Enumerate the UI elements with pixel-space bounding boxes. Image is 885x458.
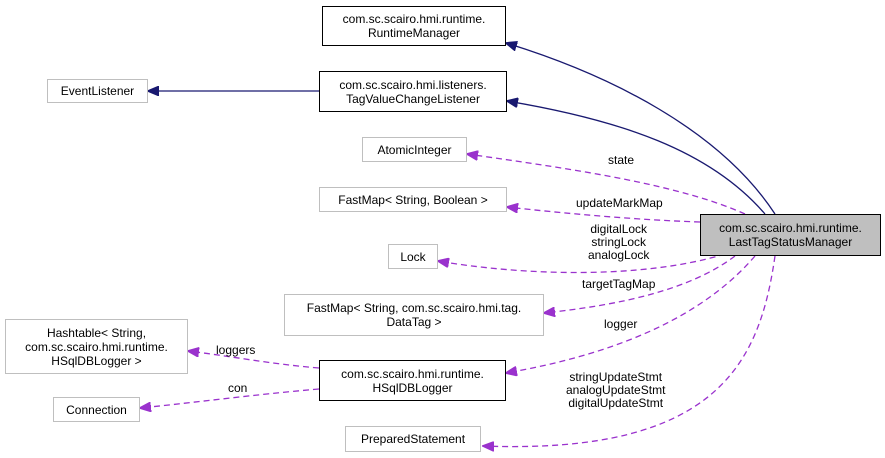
- node-runtime-manager[interactable]: com.sc.scairo.hmi.runtime. RuntimeManage…: [322, 6, 506, 46]
- node-line: TagValueChangeListener: [346, 91, 480, 106]
- edge-label-line: analogUpdateStmt: [566, 383, 666, 397]
- edge-label-logger: logger: [604, 318, 637, 331]
- node-line: EventListener: [60, 84, 135, 98]
- edge-label-line: stringLock: [591, 235, 647, 249]
- edge-label-line: stringUpdateStmt: [569, 370, 663, 384]
- node-connection[interactable]: Connection: [53, 397, 140, 422]
- edge-label-line: digitalUpdateStmt: [568, 396, 664, 410]
- edge-label-line: analogLock: [588, 248, 650, 262]
- node-lock[interactable]: Lock: [388, 244, 438, 269]
- edge-label-line: loggers: [216, 343, 256, 357]
- edge-label-loggers: loggers: [216, 344, 255, 357]
- node-line: com.sc.scairo.hmi.runtime.: [341, 366, 484, 381]
- node-line: com.sc.scairo.hmi.listeners.: [339, 77, 487, 92]
- edge-label-line: logger: [604, 317, 638, 331]
- node-line: Lock: [400, 249, 426, 264]
- node-line: HSqlDBLogger >: [51, 353, 142, 368]
- edge-usage-locks: [438, 253, 726, 274]
- edge-usage-state: [467, 154, 746, 215]
- node-hashtable[interactable]: Hashtable< String, com.sc.scairo.hmi.run…: [5, 319, 188, 374]
- edge-usage-con: [140, 388, 320, 408]
- edge-label-line: updateMarkMap: [576, 196, 663, 210]
- node-line: FastMap< String, Boolean >: [338, 192, 488, 207]
- node-tag-value-change-listener[interactable]: com.sc.scairo.hmi.listeners. TagValueCha…: [319, 71, 507, 112]
- node-fastmap-string-datatag[interactable]: FastMap< String, com.sc.scairo.hmi.tag. …: [284, 294, 544, 336]
- edge-usage-logger: [506, 255, 756, 373]
- node-line: LastTagStatusManager: [728, 235, 853, 249]
- node-line: Connection: [66, 402, 127, 417]
- node-hsqldb-logger[interactable]: com.sc.scairo.hmi.runtime. HSqlDBLogger: [319, 360, 506, 401]
- node-line: HSqlDBLogger: [372, 380, 453, 395]
- node-line: com.sc.scairo.hmi.runtime.: [719, 221, 862, 235]
- node-atomic-integer[interactable]: AtomicInteger: [362, 137, 467, 162]
- edge-inherit-tag-value-change-listener: [507, 101, 766, 215]
- node-line: AtomicInteger: [377, 142, 452, 157]
- node-line: Hashtable< String,: [46, 325, 147, 340]
- node-line: RuntimeManager: [367, 26, 461, 40]
- node-line: PreparedStatement: [360, 432, 466, 446]
- edge-label-update-mark-map: updateMarkMap: [576, 197, 663, 210]
- node-prepared-statement[interactable]: PreparedStatement: [345, 426, 481, 452]
- node-last-tag-status-manager[interactable]: com.sc.scairo.hmi.runtime. LastTagStatus…: [700, 214, 881, 256]
- edge-label-target-tag-map: targetTagMap: [582, 278, 655, 291]
- edge-label-line: con: [228, 381, 248, 395]
- edge-usage-update-stmts: [483, 255, 776, 447]
- node-line: com.sc.scairo.hmi.runtime.: [342, 12, 486, 26]
- edge-usage-target-tag-map: [544, 255, 736, 313]
- node-line: com.sc.scairo.hmi.runtime.: [25, 339, 168, 354]
- node-line: FastMap< String, com.sc.scairo.hmi.tag.: [306, 301, 522, 315]
- edge-label-line: state: [608, 153, 635, 167]
- edge-label-locks: digitalLock stringLock analogLock: [588, 223, 649, 262]
- node-line: DataTag >: [386, 315, 442, 329]
- edge-label-line: targetTagMap: [582, 277, 656, 291]
- edge-inherit-runtime-manager: [506, 43, 776, 215]
- edge-label-state: state: [608, 154, 634, 167]
- node-event-listener[interactable]: EventListener: [47, 79, 148, 103]
- edge-usage-update-mark-map: [507, 207, 701, 223]
- edge-label-update-stmts: stringUpdateStmt analogUpdateStmt digita…: [566, 371, 665, 410]
- node-fastmap-string-boolean[interactable]: FastMap< String, Boolean >: [319, 187, 507, 212]
- edge-label-con: con: [228, 382, 247, 395]
- edge-label-line: digitalLock: [590, 222, 648, 236]
